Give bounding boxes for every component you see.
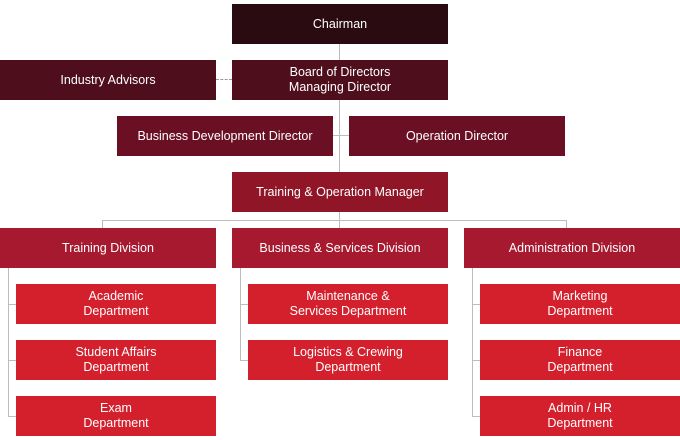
connector-exam <box>8 416 16 417</box>
connector-logistics <box>240 360 248 361</box>
connector-training-spine <box>8 268 9 416</box>
connector-maintenance <box>240 304 248 305</box>
logistics-crewing-department-box: Logistics & Crewing Department <box>248 340 448 380</box>
board-box: Board of Directors Managing Director <box>232 60 448 100</box>
exam-department-box: Exam Department <box>16 396 216 436</box>
connector-advisors-dashed <box>216 79 232 80</box>
business-services-division-box: Business & Services Division <box>232 228 448 268</box>
connector-student-affairs <box>8 360 16 361</box>
connector-admin-spine <box>472 268 473 416</box>
operation-director-box: Operation Director <box>349 116 565 156</box>
connector-directors-horizontal <box>333 135 349 136</box>
connector-manager-divisions <box>339 212 340 220</box>
connector-chairman-board <box>339 44 340 60</box>
business-development-director-box: Business Development Director <box>117 116 333 156</box>
training-division-box: Training Division <box>0 228 216 268</box>
administration-division-box: Administration Division <box>464 228 680 268</box>
admin-hr-department-box: Admin / HR Department <box>480 396 680 436</box>
connector-marketing <box>472 304 480 305</box>
industry-advisors-box: Industry Advisors <box>0 60 216 100</box>
connector-business-spine <box>240 268 241 360</box>
student-affairs-department-box: Student Affairs Department <box>16 340 216 380</box>
connector-division-2-drop <box>339 220 340 228</box>
connector-board-manager <box>339 100 340 172</box>
marketing-department-box: Marketing Department <box>480 284 680 324</box>
maintenance-services-department-box: Maintenance & Services Department <box>248 284 448 324</box>
connector-admin-hr <box>472 416 480 417</box>
connector-finance <box>472 360 480 361</box>
academic-department-box: Academic Department <box>16 284 216 324</box>
training-operation-manager-box: Training & Operation Manager <box>232 172 448 212</box>
connector-divisions-horizontal <box>102 220 566 221</box>
connector-division-1-drop <box>102 220 103 228</box>
connector-division-3-drop <box>566 220 567 228</box>
connector-academic <box>8 304 16 305</box>
finance-department-box: Finance Department <box>480 340 680 380</box>
chairman-box: Chairman <box>232 4 448 44</box>
